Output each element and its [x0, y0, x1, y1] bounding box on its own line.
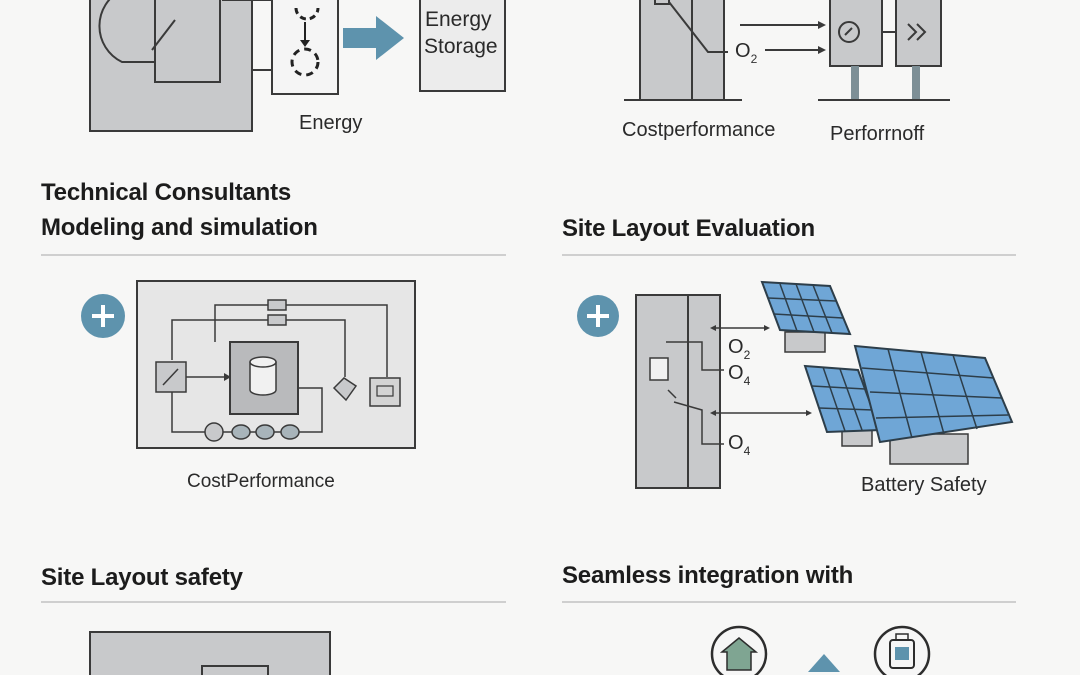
storage-box-line1: Energy	[425, 8, 492, 31]
cabinet	[635, 294, 721, 489]
solar-panel	[803, 364, 882, 447]
house-icon	[710, 625, 768, 675]
machine-box	[89, 0, 253, 132]
modeling-diagram	[81, 280, 416, 449]
costperformance-diagram	[624, 0, 950, 101]
meter-unit	[829, 0, 883, 67]
site-evaluation-diagram	[577, 280, 1014, 489]
machine-dome	[98, 0, 156, 63]
section-subheading-modeling: Modeling and simulation	[41, 214, 318, 241]
divider	[41, 254, 506, 256]
o2-subscript: 2	[743, 348, 751, 362]
o4-subscript: 4	[743, 444, 751, 458]
battery-module	[369, 377, 401, 407]
storage-box-line2: Storage	[424, 35, 498, 58]
divider	[41, 601, 506, 603]
energy-storage-box	[419, 0, 506, 92]
site-safety-diagram	[89, 631, 331, 675]
o4-label-lower: O4	[728, 432, 751, 458]
costperformance-caption: Costperformance	[622, 119, 776, 141]
plus-circle-icon[interactable]	[81, 294, 125, 338]
device-icon	[873, 625, 931, 675]
energy-caption: Energy	[299, 112, 363, 134]
solar-panel	[853, 344, 1014, 465]
section-heading-site-layout-evaluation: Site Layout Evaluation	[562, 215, 815, 242]
inverter-unit	[895, 0, 942, 67]
battery-safety-caption: Battery Safety	[861, 474, 987, 496]
costperformance-caption-2: CostPerformance	[187, 471, 335, 492]
divider	[562, 254, 1016, 256]
plus-circle-icon[interactable]	[577, 295, 619, 337]
arrow-right-icon	[343, 16, 404, 60]
solar-panel	[760, 280, 852, 353]
o4-label: O4	[728, 362, 751, 388]
energy-storage-diagram	[89, 0, 506, 132]
o4-subscript: 4	[743, 374, 751, 388]
o2-subscript: 2	[750, 52, 758, 66]
o2-label: O2	[728, 336, 751, 362]
section-heading-site-layout-safety: Site Layout safety	[41, 564, 243, 591]
section-heading-technical-consultants: Technical Consultants	[41, 179, 292, 206]
divider	[562, 601, 1016, 603]
triangle-icon	[808, 654, 840, 672]
o2-label: O2	[735, 40, 758, 66]
integration-diagram	[710, 625, 931, 675]
cabinet	[639, 0, 725, 101]
perforrnoff-caption: Perforrnoff	[830, 123, 925, 145]
section-heading-seamless-integration: Seamless integration with	[562, 562, 854, 589]
